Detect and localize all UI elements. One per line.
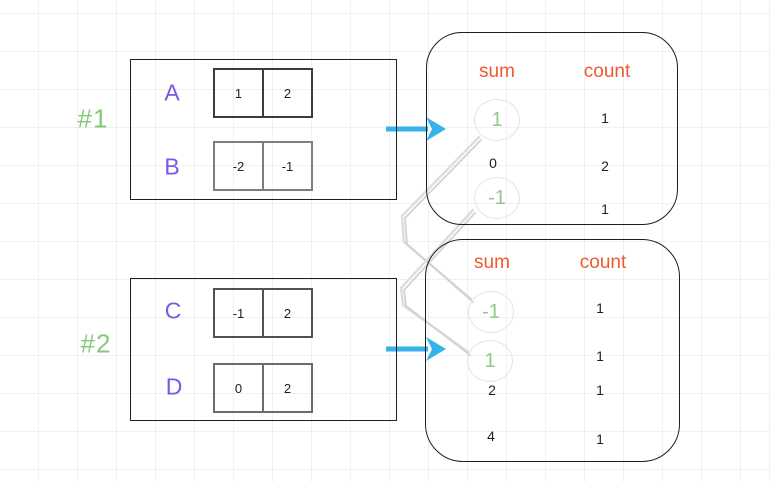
array-a-cell-1: 2 [262, 68, 313, 118]
result-2-row-0: -1 [468, 291, 514, 333]
result-2-row-1: 1 [467, 340, 513, 382]
array-c-cells: -1 2 [213, 288, 313, 338]
array-b-cells: -2 -1 [213, 141, 313, 191]
array-d-cell-1: 2 [262, 363, 313, 413]
array-d-cells: 0 2 [213, 363, 313, 413]
count-value: 1 [596, 348, 604, 364]
array-d-cell-0: 0 [213, 363, 264, 413]
array-a-cells: 1 2 [213, 68, 313, 118]
sum-header-1: sum [479, 61, 515, 82]
result-1-row-2: -1 [474, 177, 520, 219]
sum-value-highlighted: -1 [474, 177, 520, 219]
sum-value-highlighted: 1 [467, 340, 513, 382]
sum-header-2: sum [474, 252, 510, 273]
sum-value: 4 [487, 428, 495, 444]
array-c-cell-1: 2 [262, 288, 313, 338]
array-c-label: C [164, 297, 182, 324]
count-value: 1 [601, 201, 609, 217]
count-value: 1 [596, 300, 604, 316]
count-header-2: count [579, 252, 627, 273]
array-b-cell-1: -1 [262, 141, 313, 191]
example-1-label: #1 [77, 103, 109, 134]
count-value: 1 [596, 382, 604, 398]
count-header-1: count [583, 61, 631, 82]
example-2-result-box [425, 239, 680, 462]
count-value: 1 [601, 110, 609, 126]
sum-value-highlighted: 1 [474, 99, 520, 141]
array-a-label: A [164, 79, 180, 106]
array-a-cell-0: 1 [213, 68, 264, 118]
array-d-label: D [165, 373, 183, 400]
sum-value: 2 [488, 382, 496, 398]
array-b-cell-0: -2 [213, 141, 264, 191]
example-1-result-box [426, 32, 678, 225]
example-2-label: #2 [80, 328, 112, 359]
result-1-row-0: 1 [474, 99, 520, 141]
sum-value-highlighted: -1 [468, 291, 514, 333]
array-c-cell-0: -1 [213, 288, 264, 338]
sum-value: 0 [489, 155, 497, 171]
array-b-label: B [164, 153, 180, 180]
count-value: 1 [596, 431, 604, 447]
count-value: 2 [601, 158, 609, 174]
